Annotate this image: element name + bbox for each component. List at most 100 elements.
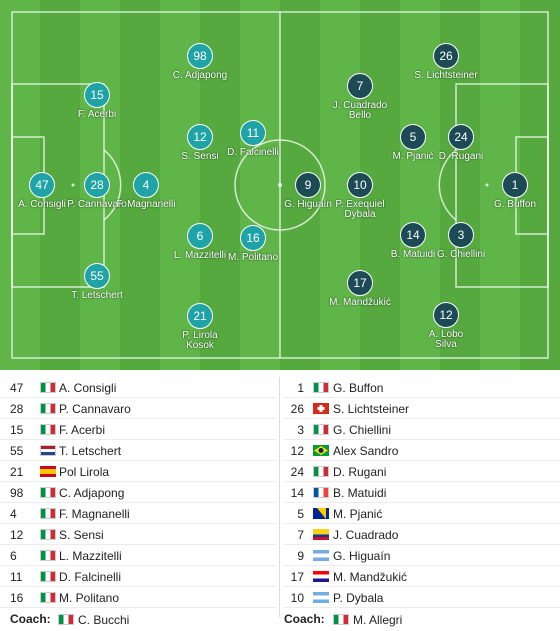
lineup-row[interactable]: 15 F. Acerbi bbox=[0, 419, 276, 440]
italy-flag-icon bbox=[313, 424, 329, 435]
player-name: S. Sensi bbox=[181, 151, 219, 162]
france-flag-icon bbox=[313, 487, 329, 498]
player-number: 1 bbox=[502, 172, 528, 198]
shirt-number: 9 bbox=[297, 549, 304, 563]
lineup-row[interactable]: 12 S. Sensi bbox=[0, 524, 276, 545]
player-name: M. Pjanić bbox=[392, 151, 434, 162]
shirt-number: 5 bbox=[297, 507, 304, 521]
player-number: 24 bbox=[448, 124, 474, 150]
shirt-number: 12 bbox=[290, 444, 304, 458]
netherlands-flag-icon bbox=[40, 445, 56, 456]
player-number: 3 bbox=[448, 222, 474, 248]
player-number: 9 bbox=[295, 172, 321, 198]
player-number: 5 bbox=[400, 124, 426, 150]
player-name: T. Letschert bbox=[59, 444, 122, 458]
shirt-number: 47 bbox=[10, 381, 24, 395]
shirt-number: 98 bbox=[10, 486, 24, 500]
shirt-number: 1 bbox=[297, 381, 304, 395]
croatia-flag-icon bbox=[313, 571, 329, 582]
shirt-number: 17 bbox=[290, 570, 304, 584]
player-name: P. Cannavaro bbox=[59, 402, 131, 416]
away-coach-row: Coach:M. Allegri bbox=[284, 608, 560, 630]
player-name: C. Adjapong bbox=[172, 70, 228, 81]
player-name: M. Politano bbox=[227, 252, 279, 263]
player-number: 4 bbox=[133, 172, 159, 198]
italy-flag-icon bbox=[40, 571, 56, 582]
column-divider bbox=[279, 377, 280, 617]
argentina-flag-icon bbox=[313, 550, 329, 561]
player-number: 14 bbox=[400, 222, 426, 248]
shirt-number: 4 bbox=[10, 507, 17, 521]
player-number: 47 bbox=[29, 172, 55, 198]
lineup-row[interactable]: 17 M. Mandžukić bbox=[284, 566, 560, 587]
switzerland-flag-icon bbox=[313, 403, 329, 414]
lineup-row[interactable]: 9 G. Higuaín bbox=[284, 545, 560, 566]
italy-flag-icon bbox=[40, 550, 56, 561]
player-number: 11 bbox=[240, 120, 266, 146]
italy-flag-icon bbox=[58, 614, 74, 625]
player-name: D. Falcinelli bbox=[59, 570, 122, 584]
shirt-number: 15 bbox=[10, 423, 24, 437]
player-name: M. Mandžukić bbox=[333, 570, 408, 584]
player-number: 26 bbox=[433, 43, 459, 69]
shirt-number: 21 bbox=[10, 465, 24, 479]
player-name: S. Lichtsteiner bbox=[414, 70, 478, 81]
italy-flag-icon bbox=[40, 382, 56, 393]
player-name: D. Falcinelli bbox=[227, 147, 279, 158]
player-name: B. Matuidi bbox=[390, 249, 436, 260]
football-pitch: 98 C. Adjapong 15 F. Acerbi 12 S. Sensi … bbox=[0, 0, 560, 370]
shirt-number: 28 bbox=[10, 402, 24, 416]
player-number: 12 bbox=[433, 302, 459, 328]
player-number: 55 bbox=[84, 263, 110, 289]
lineup-row[interactable]: 55 T. Letschert bbox=[0, 440, 276, 461]
player-name: S. Sensi bbox=[59, 528, 104, 542]
player-name: A. Consigli bbox=[18, 199, 66, 210]
lineup-row[interactable]: 28 P. Cannavaro bbox=[0, 398, 276, 419]
player-number: 10 bbox=[347, 172, 373, 198]
shirt-number: 6 bbox=[10, 549, 17, 563]
player-name: G. Higuaín bbox=[284, 199, 332, 210]
lineup-row[interactable]: 1 G. Buffon bbox=[284, 377, 560, 398]
player-number: 98 bbox=[187, 43, 213, 69]
player-number: 16 bbox=[240, 225, 266, 251]
shirt-number: 55 bbox=[10, 444, 24, 458]
shirt-number: 12 bbox=[10, 528, 24, 542]
player-name: F. Magnanelli bbox=[59, 507, 130, 521]
lineup-row[interactable]: 3 G. Chiellini bbox=[284, 419, 560, 440]
brazil-flag-icon bbox=[313, 445, 329, 456]
player-name: G. Buffon bbox=[333, 381, 384, 395]
home-coach-row: Coach:C. Bucchi bbox=[0, 608, 276, 630]
argentina-flag-icon bbox=[313, 592, 329, 603]
player-number: 12 bbox=[187, 124, 213, 150]
colombia-flag-icon bbox=[313, 529, 329, 540]
player-number: 21 bbox=[187, 303, 213, 329]
player-name: C. Adjapong bbox=[59, 486, 125, 500]
player-name: F. Magnanelli bbox=[116, 199, 176, 210]
lineup-row[interactable]: 4 F. Magnanelli bbox=[0, 503, 276, 524]
coach-label: Coach: bbox=[10, 612, 51, 626]
shirt-number: 3 bbox=[297, 423, 304, 437]
italy-flag-icon bbox=[40, 424, 56, 435]
shirt-number: 14 bbox=[290, 486, 304, 500]
lineup-row[interactable]: 98 C. Adjapong bbox=[0, 482, 276, 503]
italy-flag-icon bbox=[313, 382, 329, 393]
player-name: F. Acerbi bbox=[59, 423, 106, 437]
player-name: G. Higuaín bbox=[333, 549, 391, 563]
player-number: 15 bbox=[84, 82, 110, 108]
shirt-number: 16 bbox=[10, 591, 24, 605]
player-name: G. Chiellini bbox=[333, 423, 392, 437]
